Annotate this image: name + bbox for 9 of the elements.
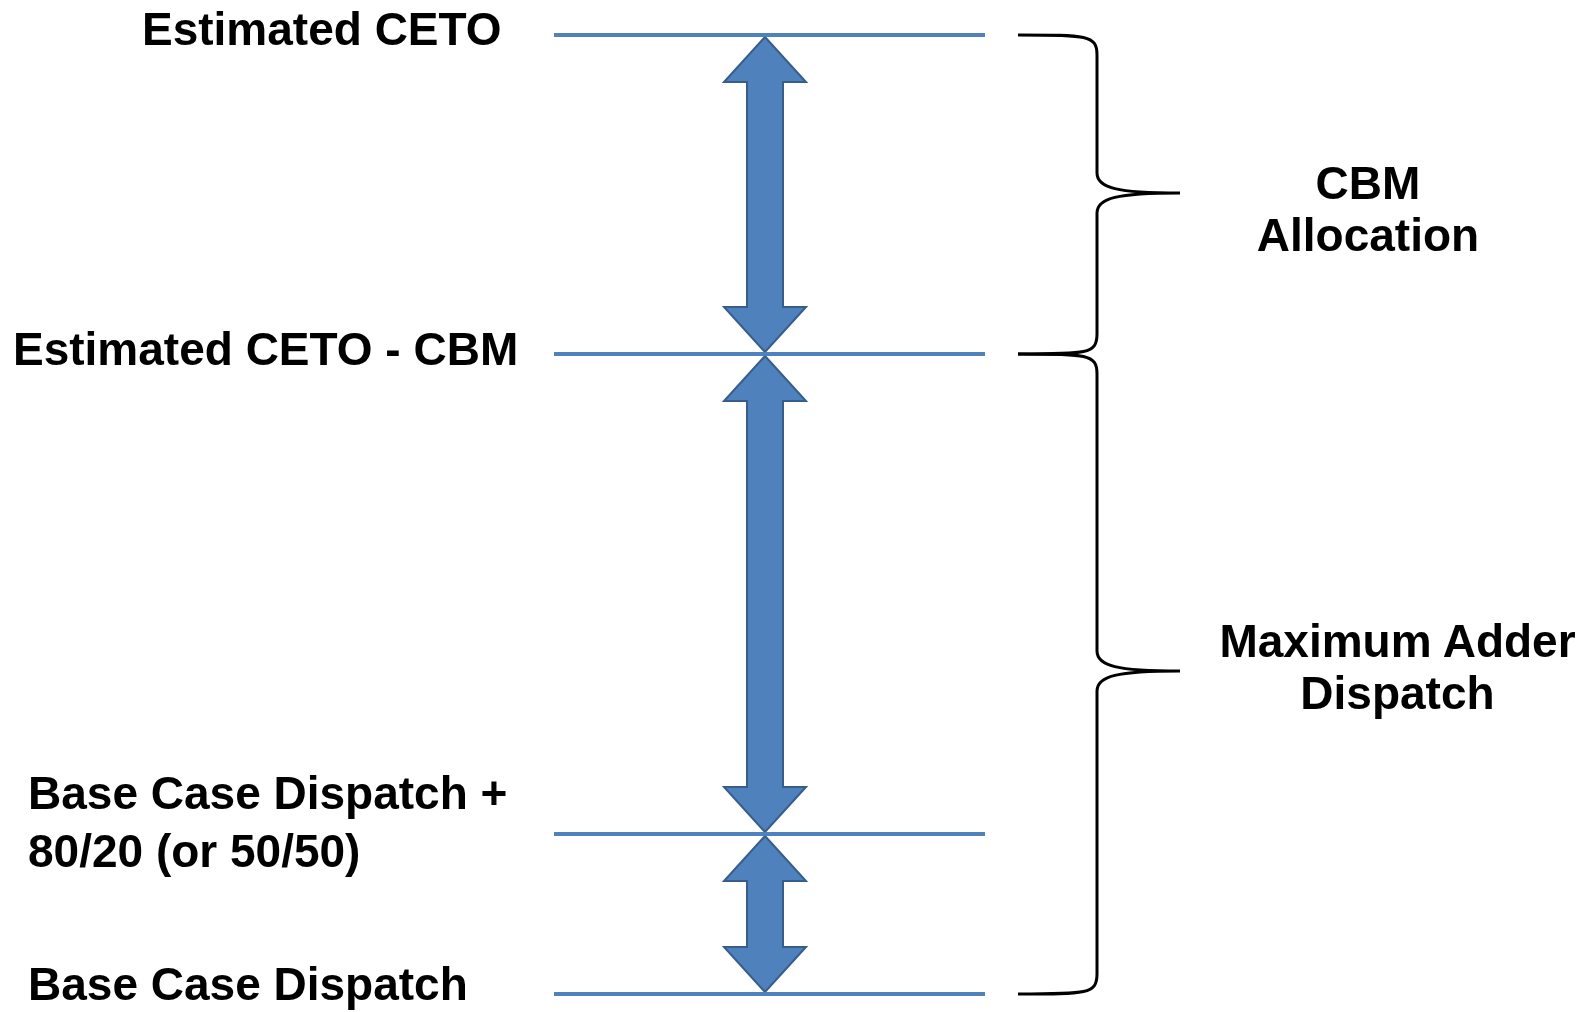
level-label: Base Case Dispatch + 80/20 (or 50/50) — [28, 766, 509, 879]
brace-label: Maximum Adder Dispatch — [1218, 615, 1577, 719]
double-arrow — [721, 35, 809, 354]
level-label: Estimated CETO — [142, 2, 503, 57]
level-label: Base Case Dispatch — [28, 957, 469, 1012]
double-arrow — [721, 834, 809, 994]
level-label: Estimated CETO - CBM — [13, 322, 520, 377]
brace-label: CBM Allocation — [1255, 157, 1481, 261]
double-arrow — [721, 354, 809, 834]
